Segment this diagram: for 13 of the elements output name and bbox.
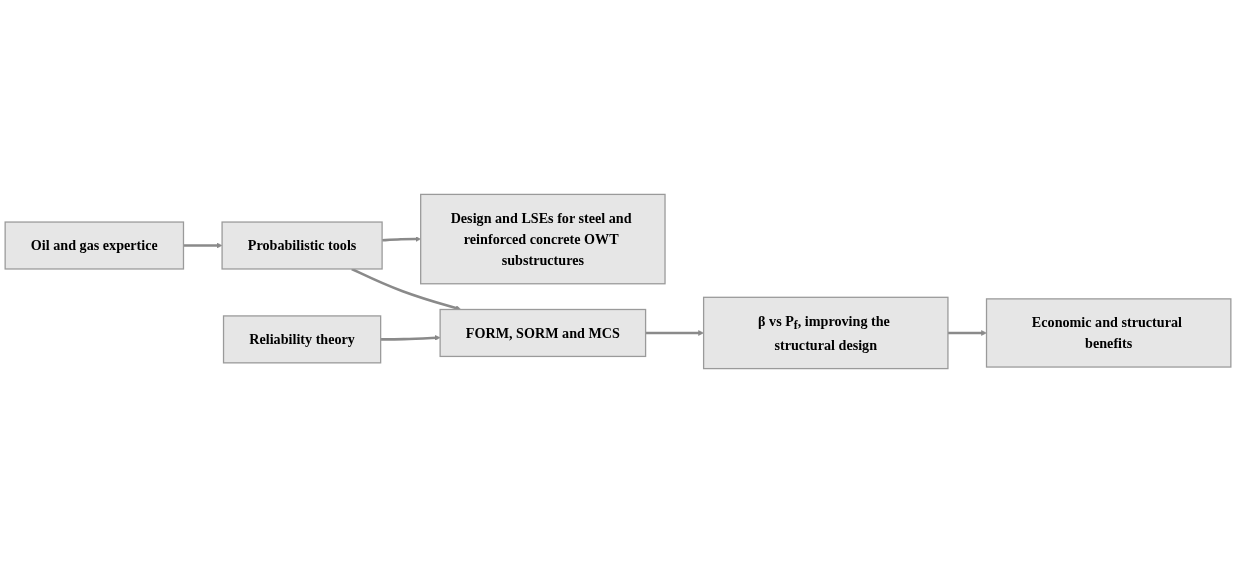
- node-box: Probabilistic tools: [221, 221, 383, 270]
- arrow: [380, 335, 441, 341]
- node-box: Design and LSEs for steel and reinforced concrete OWT substructures: [420, 193, 666, 285]
- node-box: Reliability theory: [222, 315, 382, 364]
- arrow: [183, 242, 223, 249]
- arrow: [947, 330, 987, 336]
- arrow: [645, 330, 704, 336]
- node-box: β vs P$_{f}$, improving the structural design: [702, 296, 949, 370]
- node-box: Oil and gas expertice: [4, 221, 185, 270]
- arrow: [382, 236, 421, 242]
- arrow: [351, 267, 462, 311]
- node-box: Economic and structural benefits: [985, 298, 1232, 368]
- node-box: FORM, SORM and MCS: [439, 308, 647, 358]
